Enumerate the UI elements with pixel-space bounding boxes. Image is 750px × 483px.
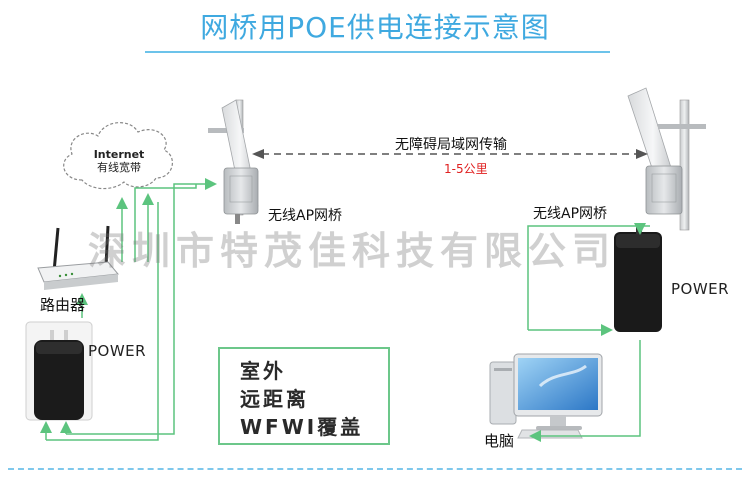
- feature-box: 室外 远距离 WFWI覆盖: [218, 347, 390, 445]
- cloud-line-2: 有线宽带: [97, 161, 141, 174]
- link-label: 无障碍局域网传输: [395, 137, 507, 153]
- internet-cloud-icon: [63, 122, 173, 190]
- right-power-label: POWER: [671, 280, 730, 298]
- connection-lines: [40, 178, 650, 442]
- diagram-title: 网桥用POE供电连接示意图: [200, 11, 550, 44]
- company-watermark: 深圳市特茂佳科技有限公司: [88, 228, 617, 273]
- feature-line-1: 室外: [240, 359, 286, 383]
- link-arrow: [252, 149, 648, 159]
- feature-line-2: 远距离: [240, 387, 309, 411]
- router-icon: [37, 225, 119, 290]
- right-ap-label: 无线AP网桥: [533, 206, 608, 222]
- router-label: 路由器: [40, 296, 86, 314]
- left-power-label: POWER: [88, 342, 147, 360]
- distance-label: 1-5公里: [444, 162, 488, 176]
- computer-icon: [489, 353, 603, 439]
- feature-line-3: WFWI覆盖: [240, 415, 364, 439]
- right-poe-adapter-icon: [614, 226, 662, 332]
- left-antenna-icon: [208, 99, 259, 224]
- bottom-divider: [8, 468, 742, 470]
- left-ap-label: 无线AP网桥: [268, 208, 343, 224]
- title-underline: [145, 51, 610, 53]
- pc-label: 电脑: [484, 432, 515, 450]
- right-antenna-icon: [627, 87, 706, 231]
- internet-cloud-label: Internet 有线宽带: [84, 148, 154, 174]
- left-poe-adapter-icon: [25, 321, 93, 421]
- cloud-line-1: Internet: [93, 148, 145, 161]
